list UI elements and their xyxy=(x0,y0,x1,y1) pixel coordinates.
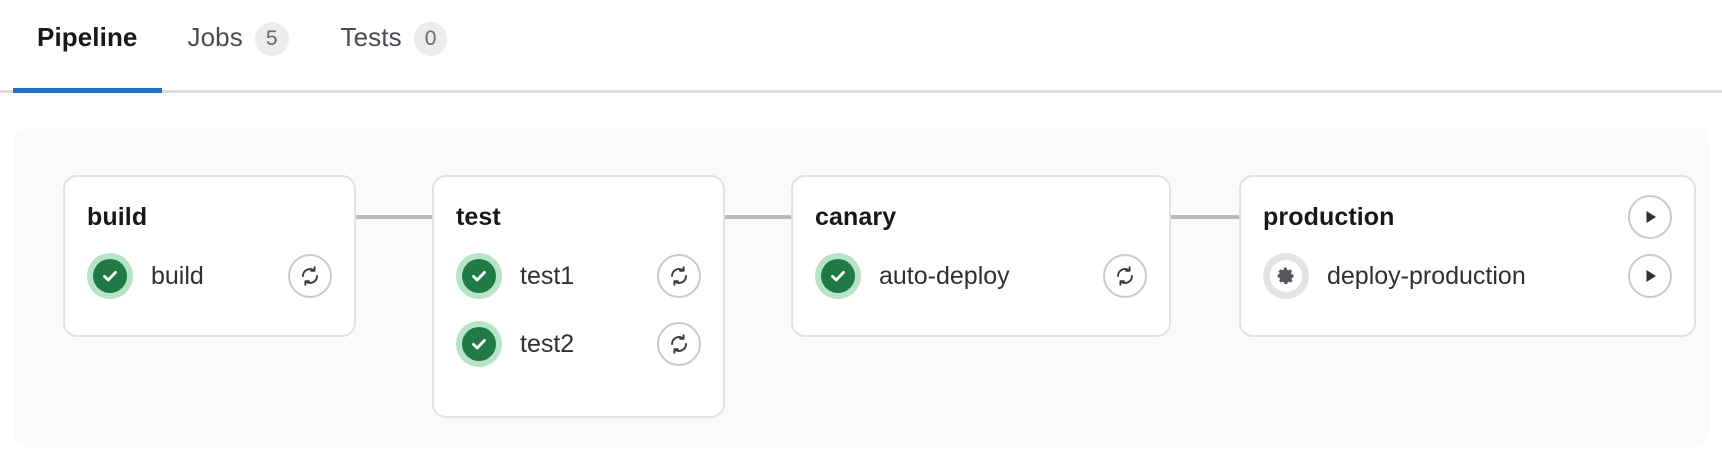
check-circle-icon xyxy=(87,253,133,299)
tab-jobs-label: Jobs xyxy=(187,22,243,52)
stage-header-production: production xyxy=(1263,195,1672,239)
connector-test-canary xyxy=(725,215,791,219)
job-row-build[interactable]: build xyxy=(87,249,332,303)
stage-header-canary: canary xyxy=(815,197,1147,237)
retry-icon[interactable] xyxy=(1103,254,1147,298)
tab-tests-badge: 0 xyxy=(413,22,448,56)
tab-jobs[interactable]: Jobs 5 xyxy=(162,0,315,93)
tab-pipeline[interactable]: Pipeline xyxy=(13,0,162,93)
job-row-test2[interactable]: test2 xyxy=(456,317,701,371)
stage-title-build: build xyxy=(87,202,148,231)
tab-active-underline xyxy=(13,88,162,93)
stage-card-build[interactable]: build build xyxy=(63,175,356,337)
tab-tests[interactable]: Tests 0 xyxy=(315,0,474,93)
play-icon[interactable] xyxy=(1628,254,1672,298)
tab-pipeline-label: Pipeline xyxy=(37,22,138,52)
gear-icon xyxy=(1263,253,1309,299)
stage-jobs-build: build xyxy=(87,249,332,303)
job-name-test2: test2 xyxy=(520,329,575,358)
stage-jobs-test: test1 xyxy=(456,249,701,371)
play-icon[interactable] xyxy=(1628,195,1672,239)
pipeline-graph-panel: build build xyxy=(13,127,1709,447)
check-circle-icon xyxy=(456,253,502,299)
pipeline-tabbar: Pipeline Jobs 5 Tests 0 xyxy=(0,0,1722,93)
job-row-test1[interactable]: test1 xyxy=(456,249,701,303)
stage-jobs-production: deploy-production xyxy=(1263,249,1672,303)
stage-jobs-canary: auto-deploy xyxy=(815,249,1147,303)
retry-icon[interactable] xyxy=(657,254,701,298)
check-circle-icon xyxy=(456,321,502,367)
check-circle-icon xyxy=(815,253,861,299)
stage-title-test: test xyxy=(456,202,501,231)
job-name-auto-deploy: auto-deploy xyxy=(879,261,1010,290)
job-row-auto-deploy[interactable]: auto-deploy xyxy=(815,249,1147,303)
stage-title-canary: canary xyxy=(815,202,897,231)
stage-title-production: production xyxy=(1263,202,1395,231)
connector-build-test xyxy=(356,215,432,219)
stage-card-production[interactable]: production deploy-producti xyxy=(1239,175,1696,337)
job-name-build: build xyxy=(151,261,204,290)
retry-icon[interactable] xyxy=(288,254,332,298)
job-row-deploy-production[interactable]: deploy-production xyxy=(1263,249,1672,303)
tab-jobs-badge: 5 xyxy=(254,22,289,56)
stage-header-build: build xyxy=(87,197,332,237)
job-name-deploy-production: deploy-production xyxy=(1327,261,1526,290)
tab-tests-label: Tests xyxy=(340,22,402,52)
stage-card-test[interactable]: test test1 xyxy=(432,175,725,418)
pipeline-stages: build build xyxy=(13,127,1709,447)
stage-card-canary[interactable]: canary auto-deploy xyxy=(791,175,1171,337)
stage-header-test: test xyxy=(456,197,701,237)
connector-canary-production xyxy=(1171,215,1239,219)
retry-icon[interactable] xyxy=(657,322,701,366)
job-name-test1: test1 xyxy=(520,261,575,290)
